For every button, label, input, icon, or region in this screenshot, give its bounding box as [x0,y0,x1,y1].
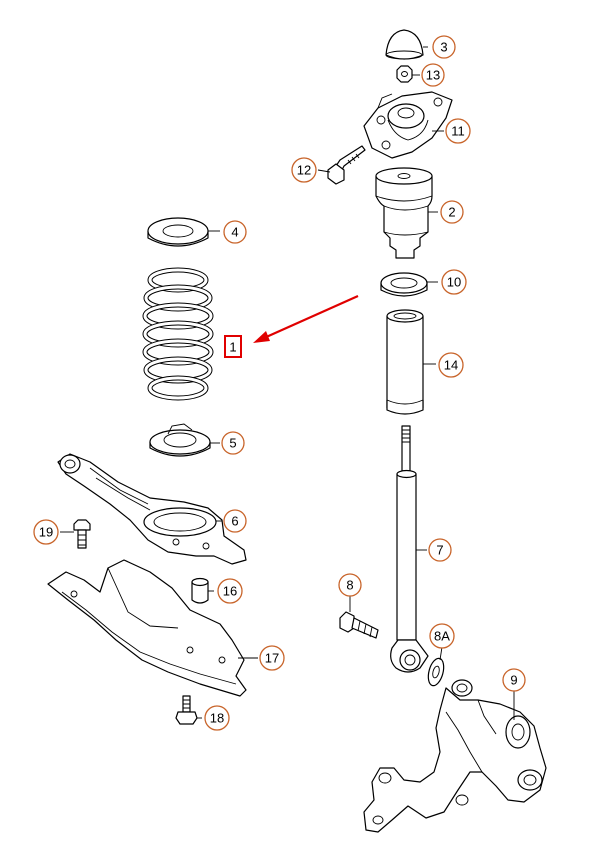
svg-text:5: 5 [229,436,236,451]
svg-text:16: 16 [223,584,237,599]
svg-text:1: 1 [229,340,236,355]
part-7-shock-absorber [390,425,429,673]
part-13-nut [396,65,413,83]
svg-text:3: 3 [440,40,447,55]
svg-text:9: 9 [510,673,517,688]
part-9-wheel-carrier [363,679,547,833]
svg-text:4: 4 [231,225,238,240]
callout-6: 6 [223,509,247,533]
svg-text:7: 7 [436,543,443,558]
part-6-trailing-arm [57,453,247,565]
callout-9: 9 [502,668,526,692]
svg-text:13: 13 [426,68,440,83]
callout-8a: 8A [429,623,455,649]
callout-1-highlighted: 1 [224,335,242,358]
part-1-coil-spring [142,267,214,401]
callout-3: 3 [432,35,456,59]
callout-11: 11 [445,118,471,144]
svg-text:19: 19 [39,525,53,540]
callout-2: 2 [440,200,464,224]
callout-18: 18 [204,705,230,731]
part-17-cover [47,559,247,697]
part-8-bolt [339,611,379,639]
part-14-dust-boot [386,309,424,415]
part-10-bearing [380,272,428,297]
svg-text:8A: 8A [434,629,450,644]
callout-17: 17 [259,645,285,671]
callout-7: 7 [428,538,452,562]
callout-10: 10 [441,269,467,295]
part-19-bolt [73,519,91,549]
part-5-lower-spring-seat [149,423,211,457]
svg-text:12: 12 [297,163,311,178]
svg-text:10: 10 [447,275,461,290]
leader-lines [60,46,515,720]
callout-4: 4 [223,220,247,244]
callout-8: 8 [338,573,362,597]
part-11-strut-mount [363,91,453,159]
part-8a-washer [427,657,445,687]
part-18-bolt [175,695,198,725]
callout-16: 16 [217,578,243,604]
callout-5: 5 [221,431,245,455]
callout-12: 12 [291,157,317,183]
svg-text:11: 11 [451,124,465,139]
svg-text:2: 2 [448,205,455,220]
svg-text:8: 8 [346,578,353,593]
svg-text:6: 6 [231,514,238,529]
svg-text:18: 18 [210,711,224,726]
part-16-bushing [191,577,209,604]
highlight-arrow [253,294,359,343]
part-4-upper-spring-seat [147,217,209,247]
callout-13: 13 [421,63,445,87]
part-3-cap [385,29,424,60]
svg-text:17: 17 [265,651,279,666]
svg-text:14: 14 [444,358,458,373]
part-12-bolt [327,145,366,185]
callout-19: 19 [33,519,59,545]
callout-14: 14 [438,352,464,378]
part-2-bump-stop [375,167,433,259]
